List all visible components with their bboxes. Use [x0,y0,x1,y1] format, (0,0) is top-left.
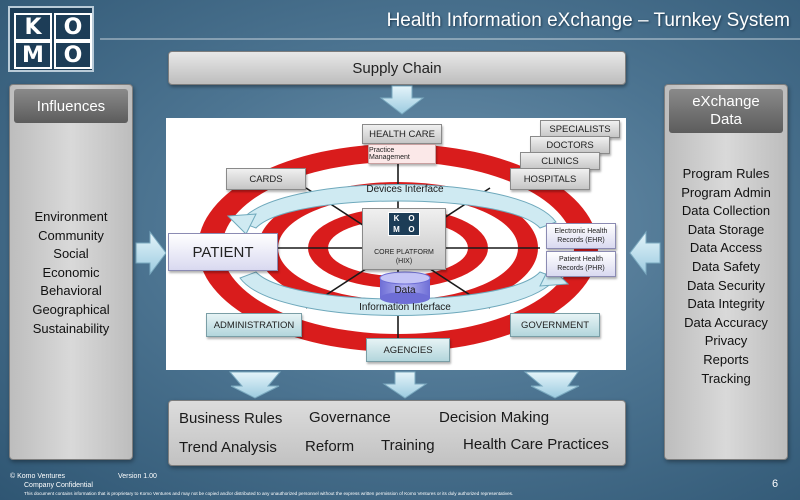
influences-panel: Influences Environment Community Social … [9,84,133,460]
list-item: Program Admin [681,184,771,200]
logo-letter: O [54,13,92,41]
data-cylinder [379,271,431,304]
clinics-label: CLINICS [541,155,579,167]
core-komo-logo: K O M O [388,212,420,236]
logo-letter: M [14,41,52,69]
outcome-health-care-practices: Health Care Practices [463,436,609,453]
left-arrow-exchange [629,230,661,276]
list-item: Community [38,227,104,243]
slide-title: Health Information eXchange – Turnkey Sy… [386,10,790,31]
patient-label: PATIENT [192,243,254,261]
supply-chain-label: Supply Chain [352,59,442,77]
list-item: Data Integrity [687,296,765,312]
logo-letter: K [393,214,400,223]
exchange-title-line2: Data [710,111,742,128]
supply-chain-banner: Supply Chain [168,51,626,85]
list-item: Data Safety [692,258,760,274]
list-item: Tracking [701,370,751,386]
logo-letter: O [408,225,415,234]
list-item: Sustainability [32,320,110,336]
outcomes-panel: Business Rules Governance Decision Makin… [168,400,626,466]
down-arrow-center [382,371,428,399]
health-care-box: HEALTH CARE [362,124,442,144]
phr-line1: Patient Health [559,256,603,263]
outcome-training: Training [381,437,435,454]
patient-box: PATIENT [168,233,278,271]
hospitals-box: HOSPITALS [510,168,590,190]
government-box: GOVERNMENT [510,313,600,337]
right-arrow-influences [135,230,167,276]
devices-interface-band [239,184,557,229]
footer-confidential: Company Confidential [24,482,93,489]
phr-line2: Records (PHR) [557,265,605,272]
down-arrow-right [523,371,580,399]
footer-company: © Komo Ventures [10,473,65,480]
list-item: Data Accuracy [684,314,768,330]
list-item: Economic [42,264,100,280]
logo-letter: K [14,13,52,41]
influences-list: Environment Community Social Economic Be… [10,208,132,338]
health-care-label: HEALTH CARE [369,128,435,140]
data-label: Data [394,285,416,296]
influences-title: Influences [14,89,128,123]
list-item: Privacy [704,333,748,349]
ehr-line1: Electronic Health [554,228,608,235]
list-item: Environment [34,209,108,224]
outcome-trend-analysis: Trend Analysis [179,439,277,456]
footer-version: Version 1.00 [118,473,157,480]
header-divider [100,38,800,40]
agencies-label: AGENCIES [383,344,433,356]
outcome-business-rules: Business Rules [179,410,283,427]
list-item: Geographical [32,301,110,317]
core-platform-line2: (HIX) [395,258,413,265]
ehr-box: Electronic Health Records (EHR) [546,223,616,249]
specialists-label: SPECIALISTS [549,123,611,135]
hix-diagram: Devices Interface Information Interface … [166,118,626,370]
phr-box: Patient Health Records (PHR) [546,251,616,277]
cards-box: CARDS [226,168,306,190]
exchange-data-title: eXchange Data [669,89,783,133]
government-label: GOVERNMENT [520,319,590,331]
logo-letter: O [54,41,92,69]
practice-management-box: Practice Management [368,144,436,164]
devices-interface-label: Devices Interface [366,184,444,195]
outcome-governance: Governance [309,409,391,426]
list-item: Social [53,246,89,262]
core-platform-line1: CORE PLATFORM [374,249,434,256]
exchange-title-line1: eXchange [692,93,760,110]
exchange-data-panel: eXchange Data Program Rules Program Admi… [664,84,788,460]
core-platform-label: CORE PLATFORM (HIX) [374,248,434,266]
list-item: Data Access [689,240,763,256]
administration-box: ADMINISTRATION [206,313,302,337]
information-interface-label: Information Interface [359,302,451,313]
outcome-decision-making: Decision Making [439,409,550,426]
list-item: Behavioral [40,283,102,299]
list-item: Data Security [686,277,766,293]
down-arrow-left [228,371,282,399]
logo-letter: M [393,225,400,234]
exchange-data-list: Program Rules Program Admin Data Collect… [665,165,787,388]
list-item: Data Collection [681,203,771,219]
down-arrow-supply [379,85,425,115]
footer-disclaimer: This document contains information that … [24,491,514,496]
logo-letter: O [408,214,415,223]
list-item: Program Rules [682,166,770,181]
komo-logo: K O M O [8,6,94,72]
cards-label: CARDS [249,173,283,185]
page-number: 6 [772,478,779,490]
administration-label: ADMINISTRATION [213,319,295,331]
core-platform-box: K O M O CORE PLATFORM (HIX) [362,208,446,270]
list-item: Data Storage [687,221,765,237]
ehr-line2: Records (EHR) [557,237,605,244]
doctors-label: DOCTORS [546,139,594,151]
agencies-box: AGENCIES [366,338,450,362]
outcome-reform: Reform [305,438,355,455]
practice-management-label: Practice Management [369,147,410,161]
hospitals-label: HOSPITALS [523,173,577,185]
list-item: Reports [703,351,749,367]
